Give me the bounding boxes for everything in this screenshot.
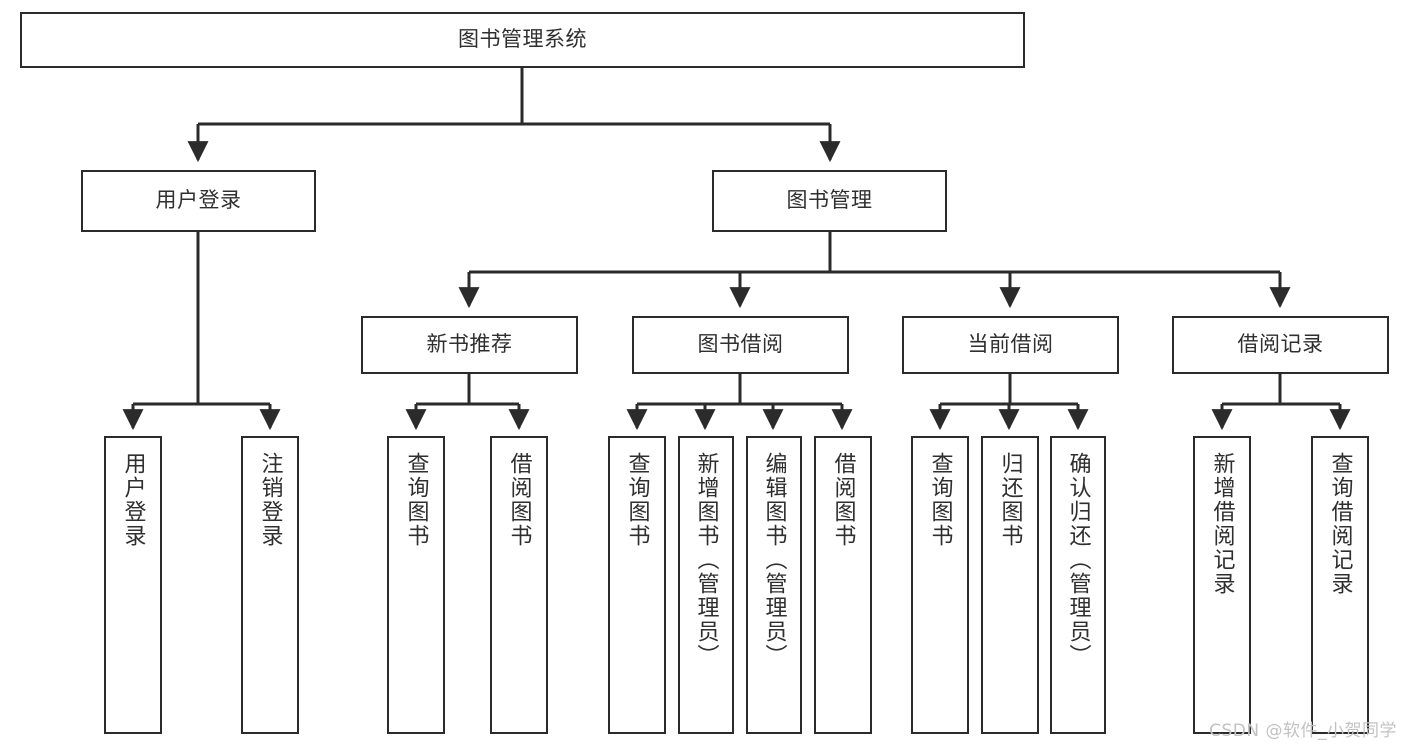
node-label: 查询图书 [624,452,650,548]
leaf-return-book[interactable]: 归还图书 [981,436,1039,734]
node-label: 查询图书 [403,452,429,548]
leaf-edit-book-admin[interactable]: 编辑图书（管理员） [746,436,802,734]
leaf-borrow-book[interactable]: 借阅图书 [814,436,872,734]
leaf-logout[interactable]: 注销登录 [241,436,299,734]
node-label: 编辑图书（管理员） [761,452,787,668]
node-label: 确认归还（管理员） [1065,452,1091,668]
leaf-query-book-borrow[interactable]: 查询图书 [608,436,666,734]
node-label: 借阅图书 [830,452,856,548]
node-current-borrow[interactable]: 当前借阅 [902,316,1119,374]
node-root-system[interactable]: 图书管理系统 [20,12,1025,68]
node-label: 归还图书 [997,452,1023,548]
node-label: 注销登录 [257,452,283,548]
node-book-borrow[interactable]: 图书借阅 [632,316,849,374]
watermark-text: CSDN @软件_小贺同学 [1209,721,1397,741]
node-book-management[interactable]: 图书管理 [712,170,947,232]
leaf-add-borrow-record[interactable]: 新增借阅记录 [1193,436,1251,734]
node-label: 新增图书（管理员） [693,452,719,668]
node-new-book-recommend[interactable]: 新书推荐 [361,316,578,374]
leaf-user-login[interactable]: 用户登录 [104,436,162,734]
node-label: 图书管理 [786,188,873,213]
node-label: 图书借阅 [697,332,784,357]
node-user-login[interactable]: 用户登录 [81,170,316,232]
node-borrow-record[interactable]: 借阅记录 [1172,316,1389,374]
leaf-query-book-recommend[interactable]: 查询图书 [387,436,445,734]
node-label: 新增借阅记录 [1209,452,1235,596]
leaf-query-borrow-record[interactable]: 查询借阅记录 [1311,436,1369,734]
leaf-confirm-return-admin[interactable]: 确认归还（管理员） [1050,436,1106,734]
node-label: 用户登录 [120,452,146,548]
leaf-query-book-current[interactable]: 查询图书 [911,436,969,734]
node-label: 借阅记录 [1237,332,1324,357]
node-label: 查询图书 [927,452,953,548]
node-label: 当前借阅 [967,332,1054,357]
leaf-add-book-admin[interactable]: 新增图书（管理员） [678,436,734,734]
node-label: 新书推荐 [426,332,513,357]
node-label: 用户登录 [155,188,242,213]
leaf-borrow-book-recommend[interactable]: 借阅图书 [490,436,548,734]
node-label: 查询借阅记录 [1327,452,1353,596]
node-label: 图书管理系统 [458,27,587,52]
node-label: 借阅图书 [506,452,532,548]
